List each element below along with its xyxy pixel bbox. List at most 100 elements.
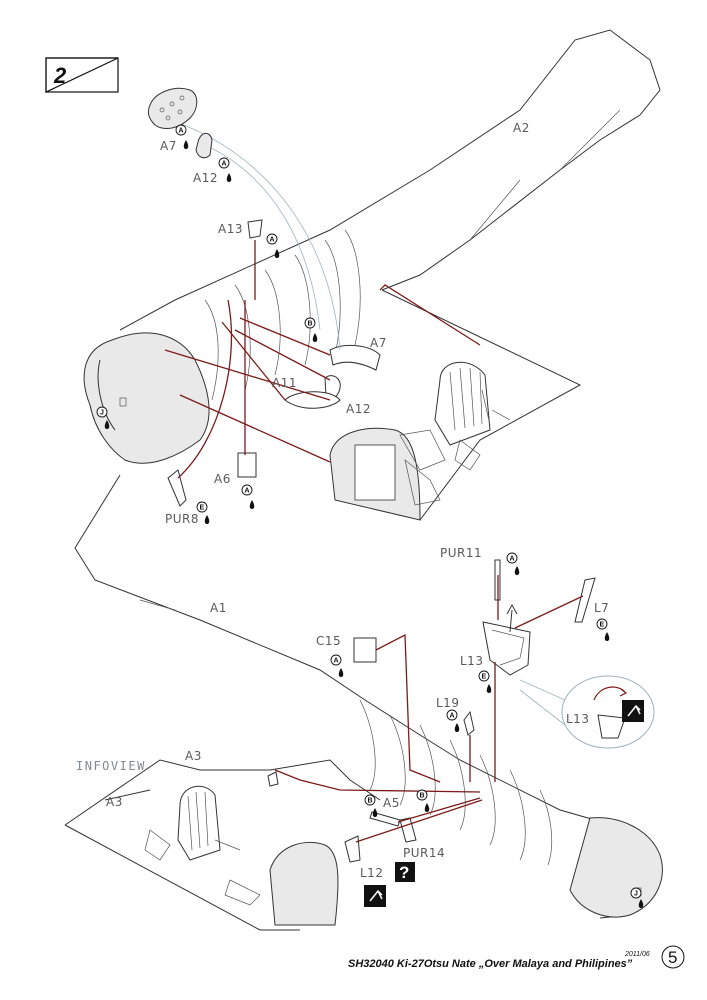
label-a6: A6	[214, 472, 231, 486]
svg-text:A: A	[179, 128, 184, 135]
svg-text:E: E	[600, 622, 605, 629]
page-number: 5	[668, 948, 677, 967]
part-l13-shape	[482, 621, 531, 676]
part-l19-shape	[463, 710, 475, 736]
paint-drop-icon	[226, 173, 232, 182]
part-small-shape	[267, 771, 279, 787]
badge-a5-b2: B	[416, 789, 430, 812]
label-infoview: INFOVIEW	[76, 759, 146, 773]
label-pur8: PUR8	[165, 512, 199, 526]
part-pur14-shape	[344, 835, 361, 863]
step-number: 2	[53, 63, 67, 88]
label-l7: L7	[594, 601, 609, 615]
paint-drop-icon	[312, 333, 318, 342]
footer: 2011/06 SH32040 Ki-27Otsu Nate „Over Mal…	[348, 945, 685, 970]
paint-drop-icon	[104, 420, 110, 429]
page-number-circle	[661, 945, 685, 969]
paint-drop-icon	[424, 803, 430, 812]
svg-text:B: B	[420, 793, 425, 800]
svg-text:B: B	[308, 321, 313, 328]
badge-b-mid: B	[304, 317, 318, 342]
label-a2: A2	[513, 121, 530, 135]
label-l19: L19	[436, 696, 459, 710]
paint-drop-icon	[372, 808, 378, 817]
label-a13: A13	[218, 222, 243, 236]
svg-text:A: A	[450, 713, 455, 720]
badge-l13: E	[478, 670, 492, 693]
paint-drop-icon	[486, 684, 492, 693]
footer-date: 2011/06	[624, 951, 650, 958]
assembly-lines-top	[164, 240, 481, 479]
svg-text:J: J	[634, 891, 638, 898]
label-c15: C15	[316, 634, 341, 648]
badge-l19: A	[446, 709, 460, 732]
label-a12-top: A12	[193, 171, 218, 185]
svg-text:A: A	[270, 237, 275, 244]
label-l12: L12	[360, 866, 383, 880]
part-a7-mid-shape	[329, 344, 381, 371]
assembly-lines-bottom	[274, 575, 584, 843]
svg-text:A: A	[510, 556, 515, 563]
label-a7-top: A7	[160, 139, 177, 153]
unknown-part-icon	[395, 862, 415, 882]
up-arrow-icon	[506, 603, 518, 633]
flip-arrow-icon-detail	[622, 700, 644, 722]
svg-text:E: E	[482, 674, 487, 681]
step-indicator: 2	[45, 57, 119, 93]
badge-j-top: J	[96, 406, 110, 429]
paint-drop-icon	[183, 140, 189, 149]
paint-drop-icon	[204, 515, 210, 524]
label-a5: A5	[383, 796, 400, 810]
part-labels: A2 A7 A12 A13 A7 A11 A12 A6 PUR8 PUR11 L…	[76, 121, 609, 880]
badge-l7: E	[596, 618, 610, 641]
paint-drop-icon	[249, 500, 255, 509]
svg-text:E: E	[200, 505, 205, 512]
part-a13-shape	[247, 219, 263, 239]
part-a12-top	[195, 133, 213, 159]
paint-drop-icon	[338, 668, 344, 677]
badge-pur8: E	[196, 501, 210, 524]
badge-a6: A	[241, 484, 255, 509]
badge-a5-b: B	[364, 794, 378, 817]
flip-arrow-icon	[364, 885, 386, 907]
part-pur8-shape	[167, 469, 187, 507]
label-l13-detail: L13	[566, 712, 589, 726]
badge-c15: A	[330, 654, 344, 677]
footer-title: SH32040 Ki-27Otsu Nate „Over Malaya and …	[348, 958, 633, 970]
label-a7-mid: A7	[370, 336, 387, 350]
label-l13: L13	[460, 654, 483, 668]
badge-j-bottom: J	[630, 887, 644, 908]
part-c15-shape	[353, 637, 377, 663]
l12-symbols: ?	[364, 862, 415, 907]
fuselage-half-a2	[83, 29, 661, 521]
paint-drop-icon	[604, 632, 610, 641]
detail-callout-l13	[519, 675, 655, 749]
paint-badges: A A A B J A E A E A E A B B J	[96, 124, 644, 908]
unknown-symbol: ?	[399, 863, 409, 882]
svg-text:A: A	[334, 658, 339, 665]
part-a5b-shape	[399, 817, 417, 843]
svg-text:A: A	[245, 488, 250, 495]
label-a12-mid: A12	[346, 402, 371, 416]
paint-drop-icon	[514, 566, 520, 575]
svg-text:J: J	[100, 410, 104, 417]
label-pur14: PUR14	[403, 846, 445, 860]
svg-text:B: B	[368, 798, 373, 805]
part-a5-shape	[369, 811, 401, 827]
part-a12-mid-shape	[284, 391, 341, 409]
badge-a7-top: A	[175, 124, 189, 149]
label-a1: A1	[210, 601, 227, 615]
badge-a12-top: A	[218, 157, 232, 182]
part-l7-shape	[574, 577, 596, 623]
label-a3-top: A3	[185, 749, 202, 763]
paint-drop-icon	[274, 249, 280, 258]
paint-drop-icon	[638, 899, 644, 908]
badge-a13: A	[266, 233, 280, 258]
svg-text:A: A	[222, 161, 227, 168]
badge-pur11: A	[506, 552, 520, 575]
label-a11: A11	[272, 376, 297, 390]
label-a3-bottom: A3	[106, 795, 123, 809]
label-pur11: PUR11	[440, 546, 482, 560]
part-a6-shape	[237, 452, 257, 478]
